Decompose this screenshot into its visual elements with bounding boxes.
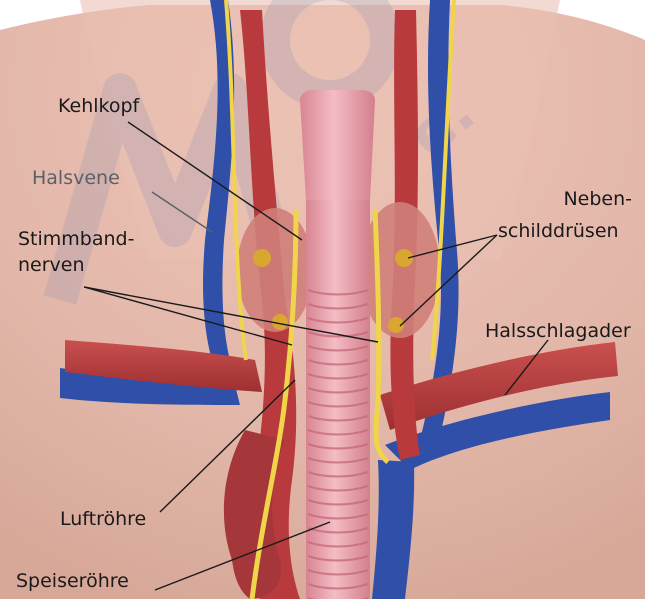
trachea (306, 200, 370, 599)
label-speiseroehre: Speiseröhre (16, 570, 129, 592)
label-luftroehre: Luftröhre (60, 508, 146, 530)
right-thyroid-lobe (360, 202, 440, 338)
label-stimmband-line2: nerven (18, 254, 85, 276)
parathyroid-gland-1 (253, 249, 271, 267)
label-kehlkopf: Kehlkopf (58, 95, 139, 117)
left-thyroid-lobe (237, 208, 313, 332)
label-neben-line1: Neben- (520, 188, 632, 210)
label-neben-line2: schilddrüsen (498, 220, 619, 242)
label-halsschlagader: Halsschlagader (485, 320, 631, 342)
label-stimmband-line1: Stimmband- (18, 228, 134, 250)
larynx (300, 90, 375, 200)
label-halsvene: Halsvene (32, 167, 120, 189)
